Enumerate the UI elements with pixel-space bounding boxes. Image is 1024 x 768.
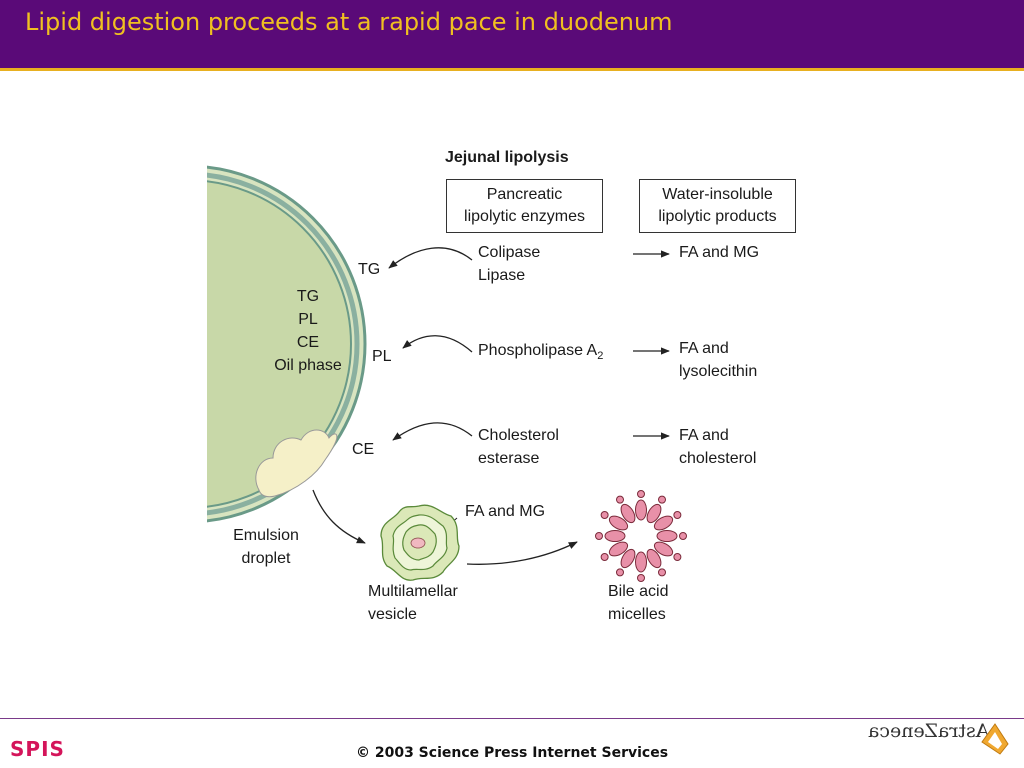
astrazeneca-logo: AstraZeneca (868, 720, 1018, 760)
astrazeneca-symbol-icon (981, 723, 1009, 755)
micelles-label-line2: micelles (608, 606, 666, 623)
emulsion-droplet-label: Emulsion droplet (227, 524, 305, 570)
micelle-lipid (653, 541, 674, 557)
emulsion-droplet (207, 165, 367, 523)
micelle-lipid (635, 499, 647, 521)
diagram-graphics (207, 165, 687, 582)
vesicle-label-line2: vesicle (368, 606, 417, 623)
lipolysis-diagram: Jejunal lipolysis Pancreatic lipolytic e… (207, 140, 807, 640)
spis-logo: SPIS (10, 737, 65, 761)
enzyme-phospholipase: Phospholipase A2 (478, 339, 603, 368)
micelle-headgroup (637, 490, 645, 498)
micelle-headgroup (600, 553, 609, 561)
micelle-headgroup (600, 511, 609, 519)
micelle-lipid (656, 530, 678, 542)
enzyme-colipase: Colipase (478, 244, 541, 261)
enzyme-cholesterol-esterase: Cholesterol esterase (478, 424, 559, 470)
bile-acid-micelle (595, 490, 687, 582)
vesicle-label-line1: Multilamellar (368, 583, 458, 600)
footer-divider (0, 718, 1024, 719)
bile-acid-micelles-label: Bile acid micelles (608, 580, 668, 626)
droplet-pl: PL (298, 311, 318, 328)
micelle-lipid (653, 515, 674, 531)
droplet-ce: CE (296, 334, 320, 351)
emulsion-label-line1: Emulsion (233, 527, 299, 544)
enzyme-esterase: esterase (478, 450, 540, 467)
enzyme-lipase: Lipase (478, 267, 526, 284)
enzyme-colipase-lipase: Colipase Lipase (478, 241, 540, 287)
micelle-headgroup (595, 532, 603, 540)
micelle-headgroup (673, 511, 682, 519)
substrate-ce: CE (352, 441, 375, 458)
product-fa-and-2: FA and (679, 427, 729, 444)
droplet-aggregate (255, 429, 338, 498)
arrow-phospholipase-pl (402, 335, 473, 353)
enzymes-box-line2: lipolytic enzymes (464, 208, 585, 225)
vesicle-fa-mg-label: FA and MG (465, 503, 546, 520)
products-box-line2: lipolytic products (658, 208, 777, 225)
micelle-lipid (646, 548, 662, 569)
droplet-oil-phase: Oil phase (274, 357, 342, 374)
arrow-droplet-vesicle (312, 489, 366, 544)
substrate-pl: PL (372, 348, 392, 365)
micelle-headgroup (679, 532, 687, 540)
products-box: Water-insoluble lipolytic products (639, 179, 796, 233)
micelle-headgroup (616, 568, 624, 577)
product-lysolecithin: lysolecithin (679, 363, 758, 380)
emulsion-label-line2: droplet (241, 550, 291, 567)
multilamellar-vesicle-label: Multilamellar vesicle (368, 580, 458, 626)
enzyme-cholesterol: Cholesterol (478, 427, 559, 444)
arrow-colipase-tg (388, 247, 473, 269)
droplet-contents: TG PL CE Oil phase (253, 285, 363, 377)
astrazeneca-wordmark: AstraZeneca (868, 720, 990, 742)
multilamellar-vesicle (380, 504, 460, 581)
jejunal-lipolysis-heading: Jejunal lipolysis (445, 149, 569, 166)
micelle-lipid (608, 541, 629, 557)
copyright-text: © 2003 Science Press Internet Services (355, 745, 669, 761)
arrow-vesicle-micelles (466, 541, 578, 565)
arrow-cholesterol-ce (392, 422, 473, 441)
micelle-headgroup (616, 495, 624, 504)
enzyme-phospholipase-subscript: 2 (597, 350, 604, 363)
product-fa-cholesterol: FA and cholesterol (679, 424, 756, 470)
slide-title: Lipid digestion proceeds at a rapid pace… (25, 8, 673, 36)
substrate-tg: TG (358, 261, 381, 278)
micelle-lipid (608, 515, 629, 531)
micelle-lipid (604, 530, 626, 542)
enzyme-phospholipase-name: Phospholipase A (478, 342, 598, 359)
micelle-headgroup (637, 574, 645, 582)
enzymes-box-line1: Pancreatic (486, 186, 563, 203)
product-fa-and-1: FA and (679, 340, 729, 357)
micelle-lipid (620, 548, 636, 569)
micelle-headgroup (658, 495, 666, 504)
micelles-label-line1: Bile acid (608, 583, 669, 600)
products-box-line1: Water-insoluble (662, 186, 773, 203)
micelle-lipid (620, 503, 636, 524)
micelle-lipid (646, 503, 662, 524)
micelle-lipid (635, 551, 647, 573)
title-bar: Lipid digestion proceeds at a rapid pace… (0, 0, 1024, 71)
micelle-headgroup (673, 553, 682, 561)
enzymes-box: Pancreatic lipolytic enzymes (446, 179, 603, 233)
product-cholesterol: cholesterol (679, 450, 757, 467)
product-fa-mg: FA and MG (679, 244, 760, 261)
product-fa-lysolecithin: FA and lysolecithin (679, 337, 757, 383)
droplet-tg: TG (296, 288, 320, 305)
micelle-headgroup (658, 568, 666, 577)
